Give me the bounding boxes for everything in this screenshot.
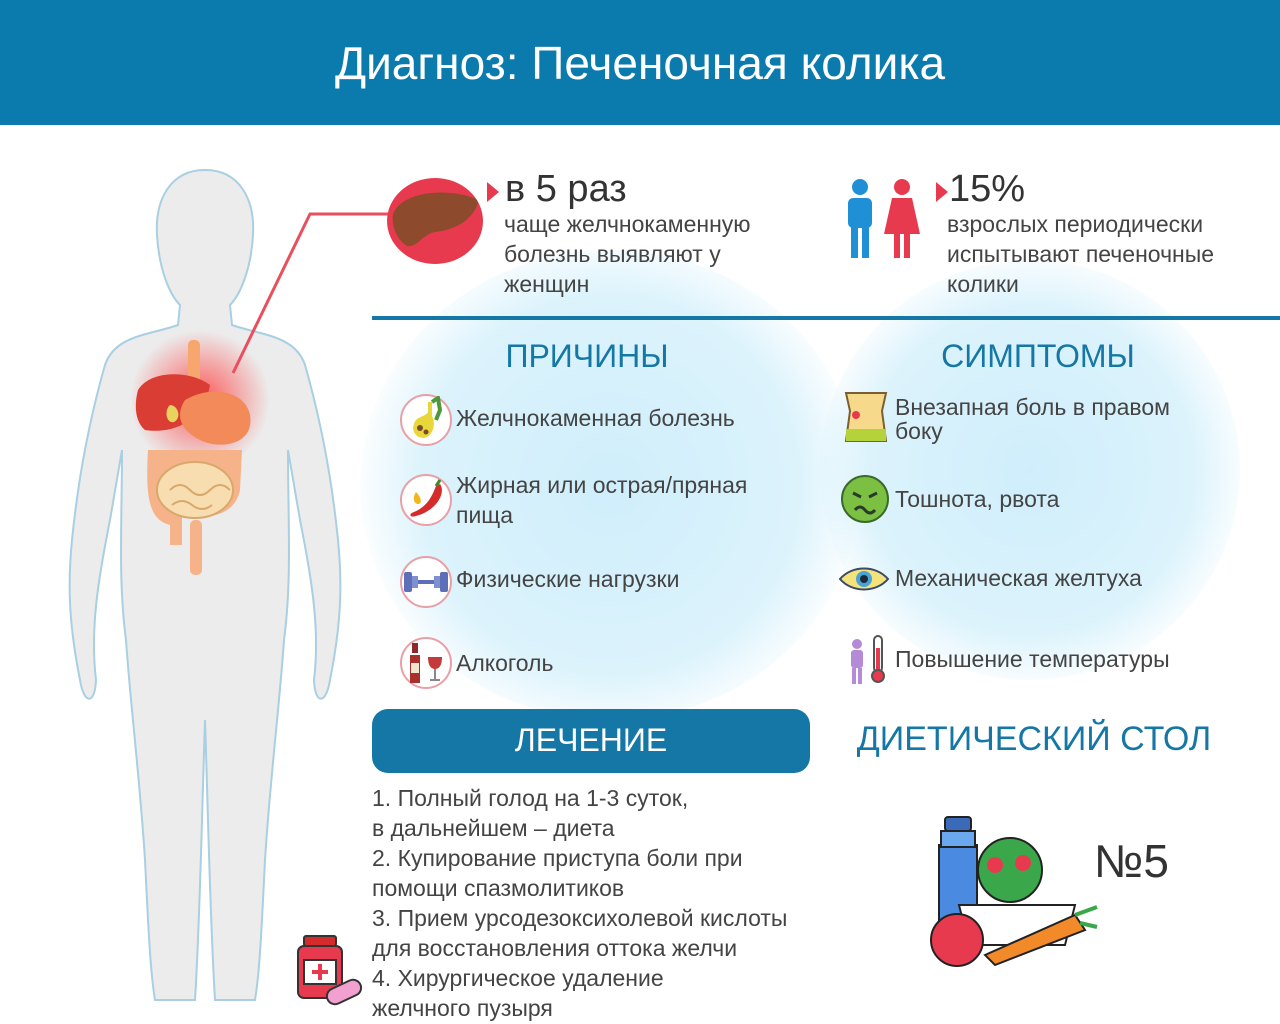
page-title: Диагноз: Печеночная колика (334, 37, 946, 89)
symptom-line: Тошнота, рвота (895, 486, 1060, 512)
gallbladder-icon (400, 394, 452, 446)
stat-line: женщин (504, 271, 590, 297)
stat-description: взрослых периодически испытывают печеноч… (947, 209, 1214, 299)
stat-line: взрослых периодически (947, 211, 1204, 237)
liver-circle (387, 178, 483, 264)
wine-icon (400, 637, 452, 689)
treatment-line: в дальнейшем – диета (372, 815, 615, 841)
stat-line: болезнь выявляют у (504, 241, 721, 267)
cause-label: Желчнокаменная болезнь (456, 405, 735, 431)
cause-label: Жирная или острая/пряная пища (456, 472, 747, 528)
diet-title: ДИЕТИЧЕСКИЙ СТОЛ (856, 720, 1212, 758)
yellow-eye-icon (838, 567, 890, 591)
symptom-label: Механическая желтуха (895, 565, 1142, 591)
stat-arrow-icon (487, 182, 499, 202)
symptom-label: Повышение температуры (895, 646, 1170, 672)
treatment-line: 2. Купирование приступа боли при (372, 845, 743, 871)
stat-line: колики (947, 271, 1019, 297)
stat-value: в 5 раз (505, 168, 627, 210)
stat-value: 15% (949, 168, 1026, 210)
causes-title: ПРИЧИНЫ (505, 338, 669, 374)
treatment-line: для восстановления оттока желчи (372, 935, 738, 961)
chili-pepper-icon (400, 474, 452, 526)
header-bar (0, 0, 1280, 125)
body-silhouette-icon (68, 168, 342, 1001)
cause-line: Желчнокаменная болезнь (456, 405, 735, 431)
symptom-line: Механическая желтуха (895, 565, 1142, 591)
symptom-label: Внезапная боль в правом боку (895, 394, 1170, 444)
man-woman-icon (848, 179, 920, 258)
cause-label: Алкоголь (456, 650, 553, 676)
symptom-line: Внезапная боль в правом (895, 394, 1170, 420)
stat-description: чаще желчнокаменную болезнь выявляют у ж… (504, 209, 751, 299)
treatment-banner (372, 709, 810, 773)
treatment-line: помощи спазмолитиков (372, 875, 625, 901)
stat-line: испытывают печеночные (947, 241, 1215, 267)
treatment-list: 1. Полный голод на 1-3 суток, в дальнейш… (372, 783, 787, 1023)
medicine-icon (297, 935, 363, 1006)
cause-line: пища (456, 502, 514, 528)
treatment-line: 3. Прием урсодезоксихолевой кислоты (372, 905, 788, 931)
treatment-line: желчного пузыря (372, 995, 553, 1021)
symptom-label: Тошнота, рвота (895, 486, 1059, 512)
cause-line: Алкоголь (456, 650, 554, 676)
diet-number: №5 (1094, 835, 1169, 887)
treatment-line: 4. Хирургическое удаление (372, 965, 664, 991)
treatment-line: 1. Полный голод на 1-3 суток, (372, 785, 689, 811)
symptom-line: боку (895, 418, 943, 444)
healthy-food-icon (930, 816, 1098, 967)
dumbbell-icon (400, 556, 452, 608)
stat-line: чаще желчнокаменную (504, 211, 751, 237)
symptoms-title: СИМПТОМЫ (941, 338, 1135, 374)
stat-arrow-icon (936, 182, 948, 202)
background-blob-right (820, 260, 1240, 680)
connector-line (231, 212, 388, 374)
cause-label: Физические нагрузки (456, 566, 679, 592)
nauseous-face-icon (841, 475, 889, 523)
cause-line: Физические нагрузки (456, 566, 680, 592)
cause-line: Жирная или острая/пряная (456, 472, 748, 498)
symptom-line: Повышение температуры (895, 646, 1170, 672)
thermometer-icon (851, 635, 885, 684)
liver-icon (392, 192, 479, 247)
treatment-title: ЛЕЧЕНИЕ (514, 722, 668, 758)
abdomen-pain-icon (844, 392, 888, 442)
divider (372, 316, 1280, 320)
